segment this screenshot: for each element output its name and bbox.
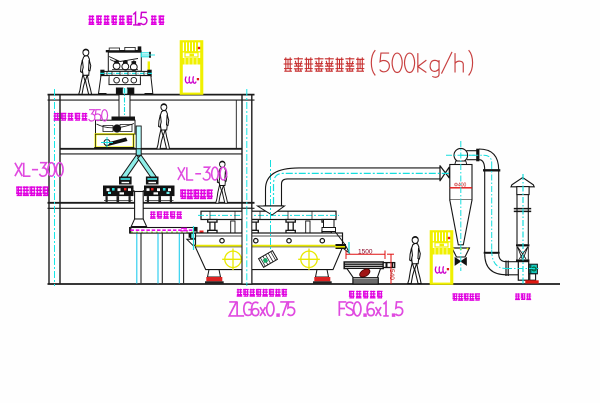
- svg-text:Φ400: Φ400: [454, 183, 467, 189]
- svg-text:1500: 1500: [358, 249, 373, 256]
- svg-text:540: 540: [388, 269, 395, 280]
